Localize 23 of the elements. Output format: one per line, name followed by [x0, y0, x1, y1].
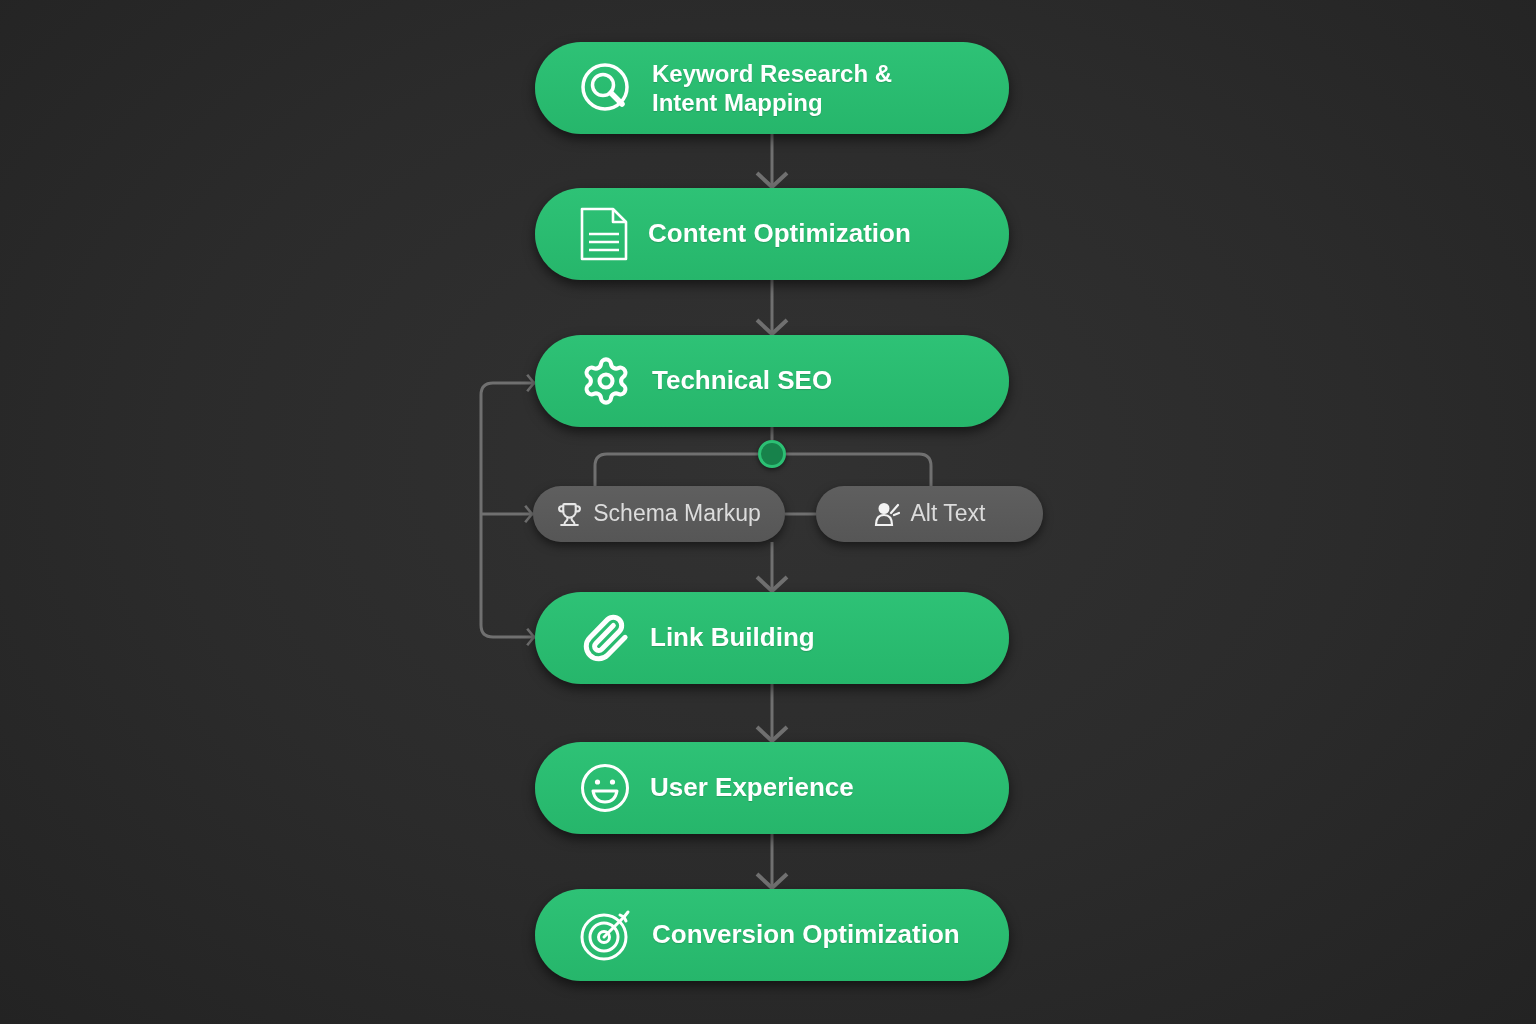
- junction-dot: [758, 440, 786, 468]
- arrow: [755, 834, 789, 890]
- substep-pill: [533, 486, 785, 542]
- step-label: User Experience: [650, 772, 854, 804]
- arrow: [755, 542, 789, 593]
- step-label: Content Optimization: [648, 218, 911, 250]
- arrow: [479, 514, 536, 647]
- arrow: [479, 373, 536, 514]
- connector-line: [785, 512, 816, 516]
- connector-line: [770, 427, 774, 440]
- substep-pill: [816, 486, 1043, 542]
- substep-label: Schema Markup: [593, 500, 761, 528]
- arrow: [481, 504, 534, 524]
- step-label: Link Building: [650, 622, 815, 654]
- arrow: [755, 134, 789, 189]
- substep-label: Alt Text: [910, 500, 986, 528]
- connector-line: [786, 452, 933, 486]
- connector-line: [593, 452, 758, 486]
- arrow: [755, 280, 789, 336]
- step-label: Keyword Research & Intent Mapping: [652, 58, 894, 118]
- step-label: Conversion Optimization: [652, 919, 960, 951]
- step-label: Technical SEO: [652, 365, 833, 397]
- arrow: [755, 684, 789, 743]
